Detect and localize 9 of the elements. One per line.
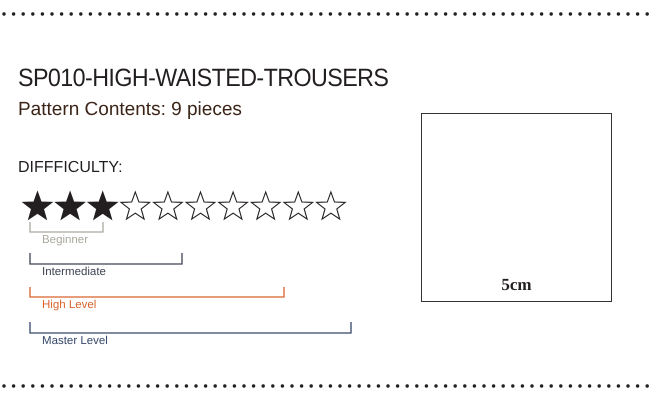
level-label: Master Level	[42, 335, 108, 347]
level-label: High Level	[42, 299, 96, 311]
pattern-contents-text: Pattern Contents: 9 pieces	[18, 99, 242, 121]
title: SP010-HIGH-WAISTED-TROUSERS	[18, 64, 388, 93]
test-square	[421, 113, 612, 302]
level-label: Intermediate	[42, 266, 106, 278]
difficulty-heading: DIFFFICULTY:	[18, 159, 123, 177]
level-label: Beginner	[42, 234, 88, 246]
measurement-text: 5cm	[500, 275, 533, 295]
